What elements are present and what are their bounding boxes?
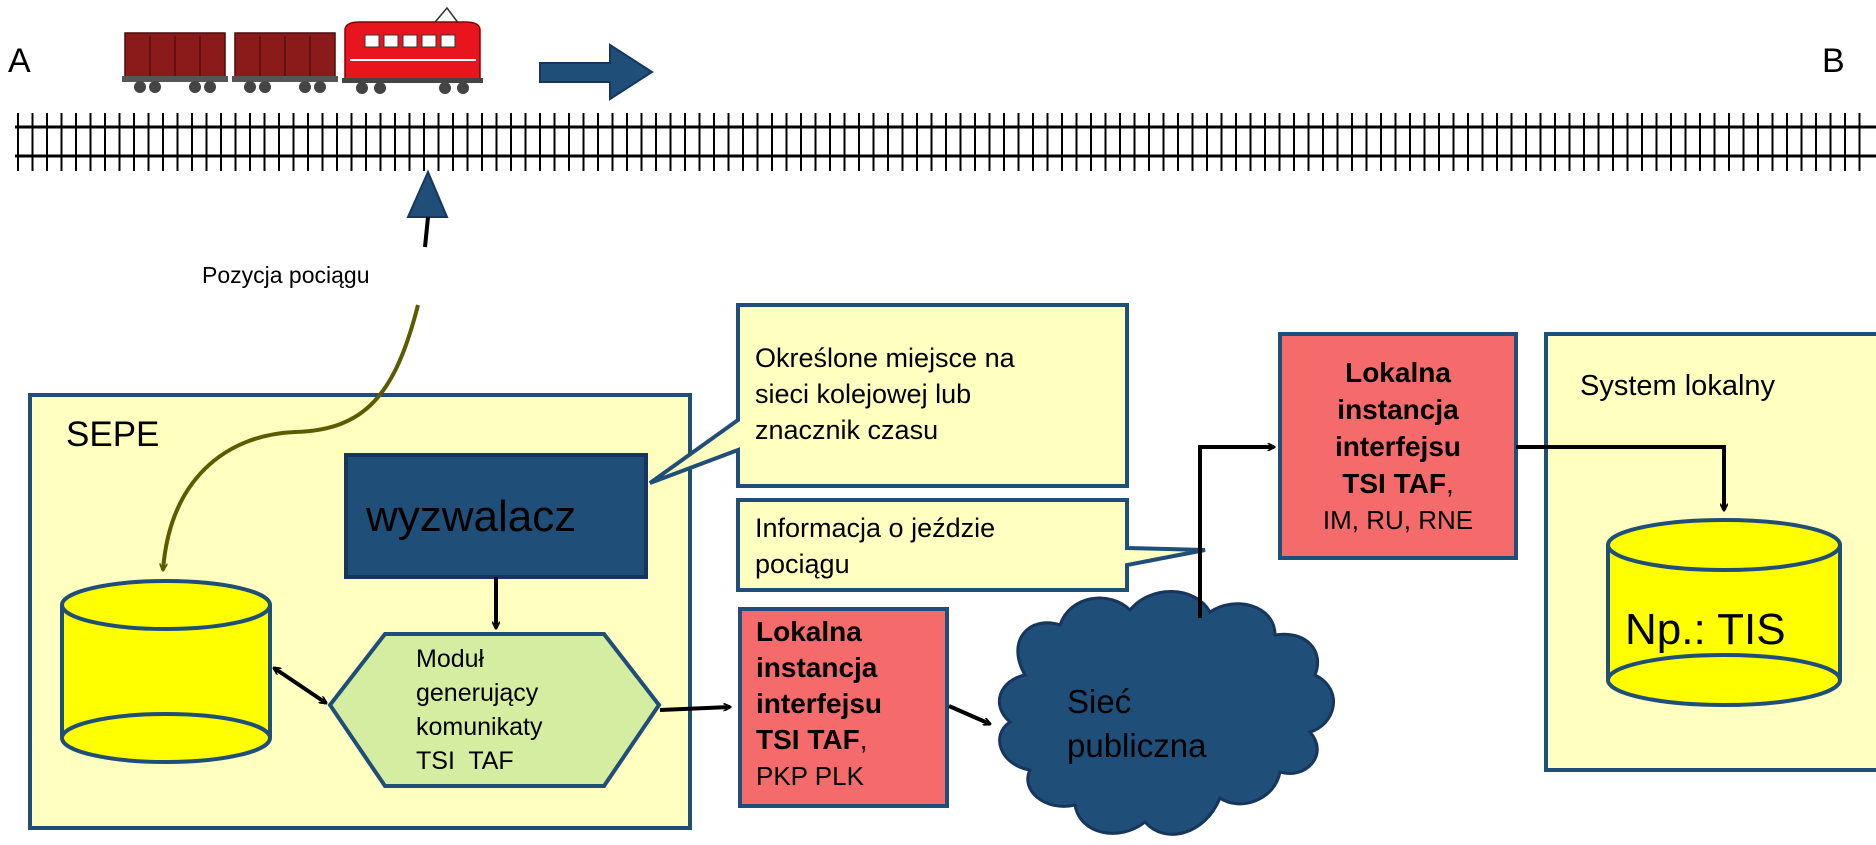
module-label: Moduł generujący komunikaty TSI TAF (416, 642, 542, 778)
train-position-label: Pozycja pociągu (202, 262, 370, 288)
interface-suffix: , (859, 724, 868, 755)
interface-bold: TSI TAF (756, 724, 860, 755)
tis-database-label: Np.: TIS (1625, 605, 1786, 654)
module-line: TSI TAF (416, 747, 514, 775)
callout-line: pociągu (755, 549, 850, 579)
public-network-label: Sieć publiczna (1067, 680, 1206, 768)
callout-line: Informacja o jeździe (755, 513, 996, 543)
interface-sub: PKP PLK (756, 761, 864, 791)
module-line: Moduł (416, 645, 485, 673)
database-module-arrow (274, 668, 326, 703)
interface-to-tis-arrow (1516, 445, 1724, 510)
sepe-database (60, 579, 272, 764)
interface-to-network-arrow (948, 704, 990, 726)
interface-line: interfejsu (756, 688, 883, 719)
interface-line: TSI TAF, (1282, 465, 1514, 502)
callout-line: sieci kolejowej lub (755, 379, 972, 409)
module-to-interface-arrow (659, 707, 730, 712)
interface-line: instancja (756, 652, 878, 683)
freight-wagon (232, 32, 338, 93)
network-line: Sieć (1067, 683, 1132, 720)
network-line: publiczna (1067, 727, 1207, 764)
public-network-cloud (997, 590, 1335, 836)
freight-wagon (122, 32, 228, 93)
interface-box-rne (1278, 332, 1518, 560)
trigger-box (344, 453, 648, 579)
track-label-start: A (8, 42, 31, 80)
interface-line: interfejsu (1334, 431, 1462, 462)
trigger-label: wyzwalacz (366, 492, 577, 541)
position-data-flow-arrow (163, 304, 420, 570)
interface-line: instancja (1337, 394, 1459, 425)
interface-bold: TSI TAF (1342, 468, 1446, 499)
interface-line: TSI TAF, (756, 722, 941, 758)
interface-plk-text: Lokalna instancja interfejsu TSI TAF, PK… (756, 614, 941, 794)
local-system-title: System lokalny (1580, 370, 1776, 402)
interface-line: Lokalna (1345, 357, 1451, 388)
module-line: komunikaty (416, 713, 543, 741)
railway-track (15, 113, 1876, 171)
callout-line: znacznik czasu (755, 415, 939, 445)
tis-database (1606, 518, 1842, 707)
train-info-callout-text: Informacja o jeździe pociągu (755, 510, 995, 582)
message-module-hexagon (327, 632, 662, 788)
location-callout (648, 303, 1129, 488)
freight-train (122, 6, 483, 94)
interface-box-plk (738, 607, 949, 808)
sepe-title: SEPE (66, 415, 160, 454)
electric-locomotive (342, 6, 483, 94)
position-pointer-arrow (406, 169, 449, 218)
track-label-end: B (1822, 42, 1845, 80)
callout-line: Określone miejsce na (755, 343, 1015, 373)
network-to-interface-arrow (1198, 447, 1274, 618)
module-line: generujący (416, 679, 539, 707)
interface-sub: IM, RU, RNE (1322, 505, 1474, 535)
direction-arrow (539, 43, 654, 101)
interface-line: Lokalna (756, 616, 862, 647)
interface-rne-text: Lokalna instancja interfejsu TSI TAF, IM… (1282, 354, 1514, 539)
interface-suffix: , (1445, 468, 1454, 499)
location-callout-text: Określone miejsce na sieci kolejowej lub… (755, 340, 1015, 448)
train-info-callout (736, 498, 1206, 592)
